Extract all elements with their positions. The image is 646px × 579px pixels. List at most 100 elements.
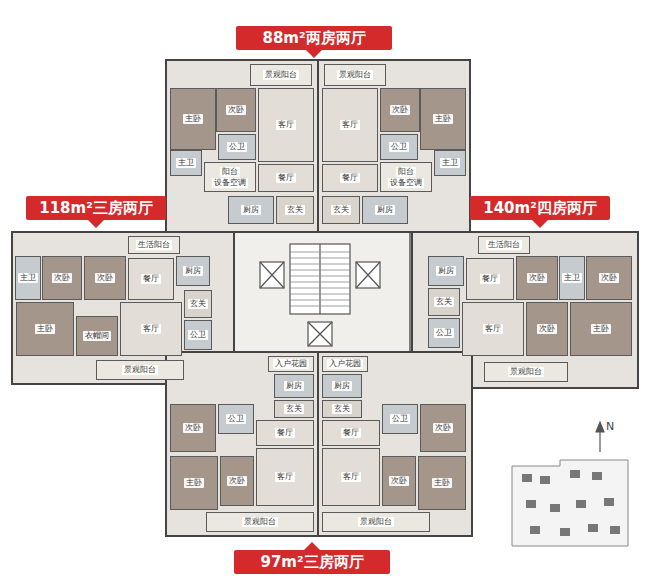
room-label: 主卫 — [18, 273, 38, 283]
room-label: 餐厅 — [141, 274, 161, 284]
room: 衣帽间 — [76, 316, 118, 356]
room: 主卧 — [170, 456, 218, 510]
room: 餐厅 — [128, 258, 174, 300]
room-label: 景观阳台 — [337, 70, 373, 80]
room-label: 玄关 — [285, 205, 305, 215]
room: 主卧 — [418, 456, 466, 510]
room-label: 次卧 — [599, 273, 619, 283]
compass-label: N — [606, 420, 614, 433]
unit-banner: 140m²四房两厅 — [470, 196, 610, 220]
unit-banner: 118m²三房两厅 — [26, 196, 166, 220]
room: 次卧 — [420, 404, 466, 452]
room: 餐厅 — [258, 164, 314, 192]
room: 入户花园 — [322, 356, 368, 372]
room-label: 次卧 — [226, 105, 246, 115]
site-plan — [512, 460, 628, 546]
room: 次卧 — [170, 404, 216, 452]
room: 厨房 — [322, 374, 362, 398]
room-label: 公卫 — [188, 330, 208, 340]
room-label: 玄关 — [332, 404, 352, 414]
room: 入户花园 — [268, 356, 314, 372]
room-label: 玄关 — [434, 297, 454, 307]
room-label: 厨房 — [332, 381, 352, 391]
unit-banner: 88m²两房两厅 — [236, 26, 392, 50]
room-label: 次卧 — [389, 476, 409, 486]
room: 阳台设备空调 — [204, 162, 256, 192]
room: 次卧 — [84, 256, 126, 300]
room-label: 生活阳台 — [486, 240, 522, 250]
room-label: 客厅 — [141, 324, 161, 334]
unit-title: 140m²四房两厅 — [483, 199, 597, 217]
room-label: 客厅 — [483, 324, 503, 334]
room: 厨房 — [228, 196, 274, 224]
room-label: 次卧 — [390, 105, 410, 115]
room-label: 景观阳台 — [122, 365, 158, 375]
room: 玄关 — [274, 400, 314, 418]
room-label: 设备空调 — [388, 178, 424, 188]
room: 玄关 — [276, 196, 314, 224]
room: 景观阳台 — [324, 64, 386, 86]
room: 次卧 — [382, 456, 416, 506]
unit-banner: 97m²三房两厅 — [234, 550, 390, 574]
room-label: 主卧 — [433, 114, 453, 124]
room-label: 景观阳台 — [508, 367, 544, 377]
room-label: 主卫 — [176, 158, 196, 168]
room: 客厅 — [120, 302, 182, 356]
room: 厨房 — [428, 256, 464, 286]
room-label: 衣帽间 — [83, 331, 111, 341]
room-label: 阳台 — [396, 167, 416, 177]
elevator-symbol — [260, 262, 380, 346]
room: 餐厅 — [322, 164, 378, 192]
room: 公卫 — [184, 320, 212, 350]
room: 主卧 — [570, 302, 632, 356]
room: 玄关 — [322, 196, 360, 224]
room-label: 玄关 — [284, 404, 304, 414]
room-label: 客厅 — [275, 472, 295, 482]
room-label: 次卧 — [95, 273, 115, 283]
room: 餐厅 — [322, 420, 380, 446]
room-label: 公卫 — [227, 142, 247, 152]
room-label: 景观阳台 — [242, 517, 278, 527]
room-label: 主卧 — [35, 324, 55, 334]
room: 景观阳台 — [96, 360, 184, 380]
room: 生活阳台 — [478, 236, 530, 254]
room-label: 餐厅 — [341, 428, 361, 438]
room-label: 主卧 — [183, 114, 203, 124]
room-label: 次卧 — [227, 476, 247, 486]
room-label: 厨房 — [436, 266, 456, 276]
room: 玄关 — [322, 400, 362, 418]
room-label: 生活阳台 — [136, 240, 172, 250]
room-label: 入户花园 — [273, 359, 309, 369]
banner-pointer — [88, 50, 548, 550]
room: 厨房 — [274, 374, 314, 398]
room-label: 次卧 — [183, 423, 203, 433]
room-label: 客厅 — [340, 120, 360, 130]
room: 餐厅 — [466, 258, 514, 300]
room: 玄关 — [428, 288, 460, 316]
room-label: 厨房 — [241, 205, 261, 215]
room: 公卫 — [380, 134, 418, 160]
north-arrow — [596, 422, 604, 452]
room-label: 入户花园 — [327, 359, 363, 369]
room-label: 主卧 — [184, 478, 204, 488]
room: 公卫 — [218, 404, 254, 434]
room: 厨房 — [176, 256, 210, 286]
room: 主卫 — [559, 256, 585, 300]
room-label: 次卧 — [433, 423, 453, 433]
room: 厨房 — [362, 196, 408, 224]
room: 主卧 — [420, 88, 466, 150]
room-label: 景观阳台 — [358, 517, 394, 527]
room: 阳台设备空调 — [380, 162, 432, 192]
room: 次卧 — [516, 256, 558, 300]
room-label: 公卫 — [434, 328, 454, 338]
room: 主卫 — [170, 150, 202, 176]
room: 景观阳台 — [484, 362, 568, 382]
room-label: 餐厅 — [480, 274, 500, 284]
room: 次卧 — [586, 256, 632, 300]
room: 玄关 — [184, 290, 212, 318]
room: 客厅 — [258, 88, 314, 162]
room: 主卫 — [15, 256, 41, 300]
room-label: 公卫 — [389, 142, 409, 152]
room-label: 主卧 — [432, 478, 452, 488]
room-label: 客厅 — [276, 120, 296, 130]
